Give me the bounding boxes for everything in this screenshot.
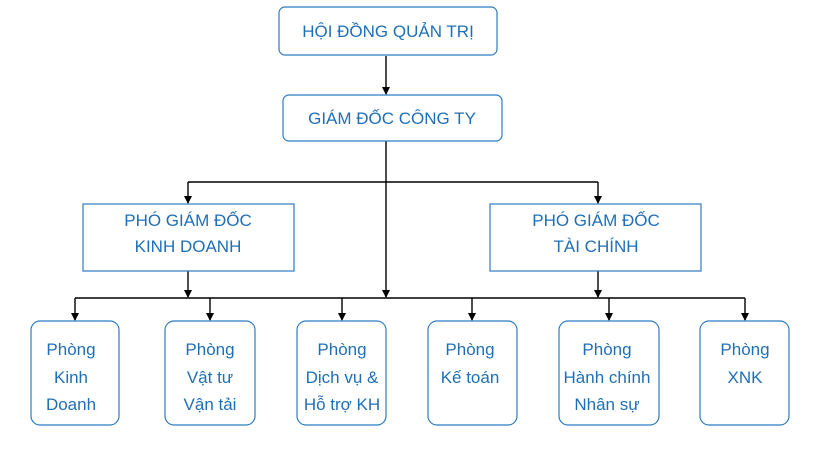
department-5-line-3: Nhân sự	[574, 395, 639, 414]
deputy-business-line-1: PHÓ GIÁM ĐỐC	[124, 210, 252, 230]
department-6-line-1: Phòng	[720, 340, 769, 359]
department-3-line-1: Phòng	[317, 340, 366, 359]
board-box	[278, 6, 498, 56]
department-1-line-3: Doanh	[46, 395, 96, 414]
deputy-business-line-2: KINH DOANH	[135, 237, 242, 256]
department-box	[699, 320, 790, 426]
department-box	[30, 320, 120, 426]
department-1-line-1: Phòng	[46, 340, 95, 359]
department-box	[296, 320, 387, 426]
deputy-finance-line-1: PHÓ GIÁM ĐỐC	[532, 210, 660, 230]
department-box	[164, 320, 256, 426]
director-node: GIÁM ĐỐC CÔNG TY	[282, 94, 503, 142]
department-node-3: Phòng Dịch vụ & Hỗ trợ KH	[296, 320, 387, 426]
deputy-finance-node: PHÓ GIÁM ĐỐC TÀI CHÍNH	[489, 203, 702, 272]
department-5-line-1: Phòng	[582, 340, 631, 359]
department-node-6: Phòng XNK	[699, 320, 790, 426]
department-2-line-1: Phòng	[185, 340, 234, 359]
department-4-line-2: Kế toán	[441, 368, 500, 387]
department-6-line-2: XNK	[728, 368, 764, 387]
department-1-line-2: Kinh	[54, 368, 88, 387]
deputy-business-node: PHÓ GIÁM ĐỐC KINH DOANH	[82, 203, 295, 272]
department-5-line-2: Hành chính	[564, 368, 651, 387]
department-2-line-2: Vật tư	[187, 368, 233, 387]
department-3-line-3: Hỗ trợ KH	[304, 395, 380, 414]
department-box	[427, 320, 518, 426]
department-node-2: Phòng Vật tư Vận tải	[164, 320, 256, 426]
department-node-5: Phòng Hành chính Nhân sự	[558, 320, 660, 426]
board-label: HỘI ĐỒNG QUẢN TRỊ	[302, 22, 474, 41]
department-box	[558, 320, 660, 426]
deputy-finance-box	[489, 203, 702, 272]
department-node-1: Phòng Kinh Doanh	[30, 320, 120, 426]
deputy-business-box	[82, 203, 295, 272]
department-2-line-3: Vận tải	[184, 395, 237, 414]
connectors	[71, 56, 749, 321]
director-box	[282, 94, 503, 142]
deputy-finance-line-2: TÀI CHÍNH	[554, 237, 639, 256]
department-3-line-2: Dịch vụ &	[306, 368, 379, 387]
board-node: HỘI ĐỒNG QUẢN TRỊ	[278, 6, 498, 56]
director-label: GIÁM ĐỐC CÔNG TY	[308, 108, 476, 128]
department-4-line-1: Phòng	[445, 340, 494, 359]
department-node-4: Phòng Kế toán	[427, 320, 518, 426]
